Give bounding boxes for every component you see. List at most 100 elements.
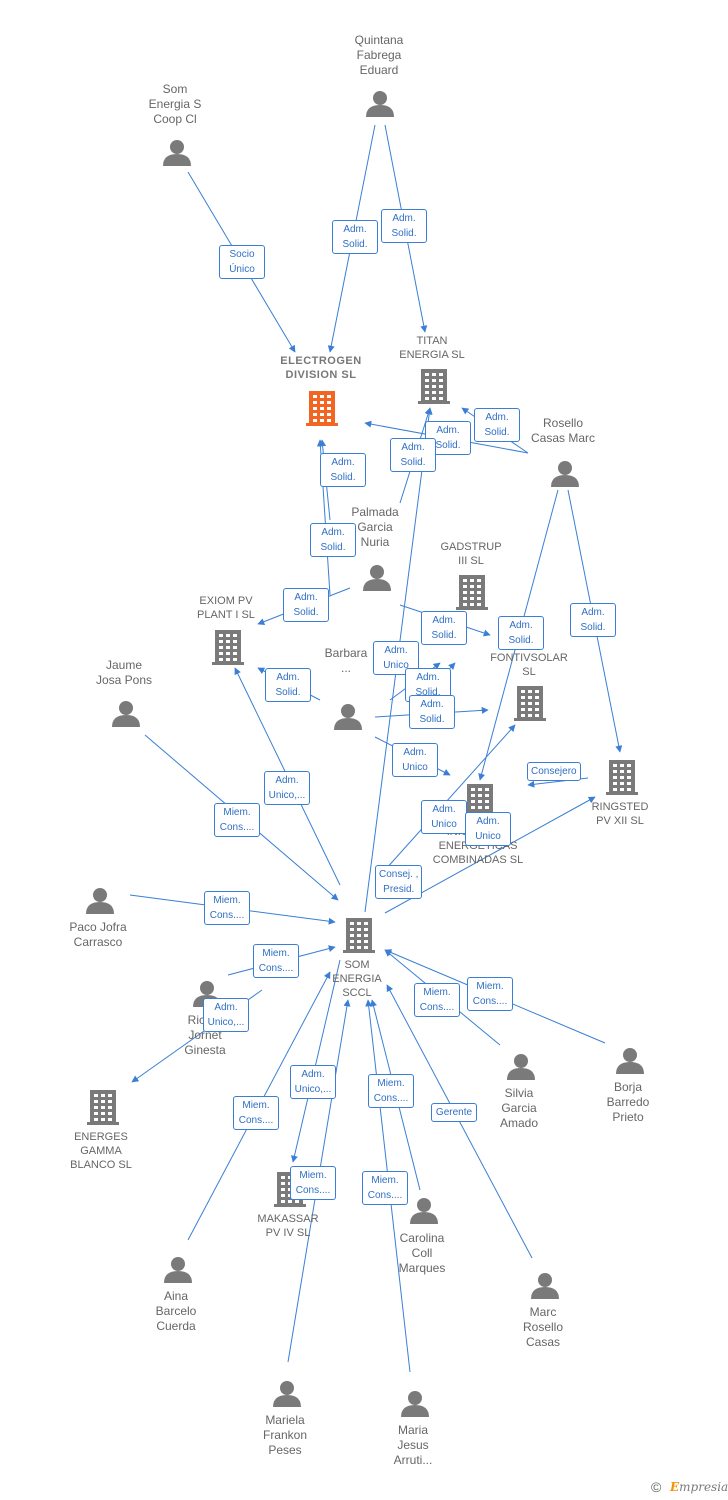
building-window: [521, 690, 525, 693]
person-icon[interactable]: [273, 1381, 301, 1407]
edge-label[interactable]: Adm. Solid.: [381, 209, 427, 243]
edge-label[interactable]: Miem. Cons....: [467, 977, 513, 1011]
person-icon[interactable]: [616, 1048, 644, 1074]
edge-label[interactable]: Miem. Cons....: [368, 1074, 414, 1108]
person-icon[interactable]: [86, 888, 114, 914]
building-icon[interactable]: [306, 391, 338, 426]
edge-label[interactable]: Adm. Unico: [421, 800, 467, 834]
node-label-marc-r[interactable]: Marc Rosello Casas: [522, 1305, 564, 1349]
node-label-mariela[interactable]: Mariela Frankon Peses: [262, 1413, 308, 1457]
edge-label[interactable]: Adm. Solid.: [570, 603, 616, 637]
edge-label[interactable]: Adm. Solid.: [498, 616, 544, 650]
building-window: [101, 1100, 105, 1103]
person-icon[interactable]: [164, 1257, 192, 1283]
node-label-ringsted[interactable]: RINGSTED PV XII SL: [591, 801, 649, 827]
person-icon[interactable]: [363, 565, 391, 591]
building-icon[interactable]: [418, 369, 450, 404]
building-icon[interactable]: [343, 918, 375, 953]
node-label-titan[interactable]: TITAN ENERGIA SL: [399, 335, 465, 361]
building-icon[interactable]: [606, 760, 638, 795]
building-window: [463, 585, 467, 588]
node-label-silvia[interactable]: Silvia Garcia Amado: [499, 1086, 539, 1130]
building-window: [620, 782, 624, 785]
edge-label[interactable]: Adm. Solid.: [390, 438, 436, 472]
edge-label[interactable]: Miem. Cons....: [233, 1096, 279, 1130]
edge-label[interactable]: Miem. Cons....: [253, 944, 299, 978]
node-label-rosello-m[interactable]: Rosello Casas Marc: [530, 416, 595, 445]
node-label-jaume[interactable]: Jaume Josa Pons: [95, 658, 153, 687]
building-window: [471, 788, 475, 791]
person-icon[interactable]: [531, 1273, 559, 1299]
node-label-borja[interactable]: Borja Barredo Prieto: [606, 1080, 650, 1124]
edge-label[interactable]: Adm. Solid.: [283, 588, 329, 622]
edge-label[interactable]: Miem. Cons....: [414, 983, 460, 1017]
node-label-maria[interactable]: Maria Jesus Arruti...: [393, 1423, 433, 1467]
building-window: [226, 640, 230, 643]
building-window: [535, 714, 539, 717]
edge-label[interactable]: Adm. Solid.: [474, 408, 520, 442]
building-window: [364, 940, 368, 943]
building-window: [477, 591, 481, 594]
person-head: [417, 1198, 431, 1212]
node-label-gadstrup[interactable]: GADSTRUP III SL: [440, 541, 502, 567]
edge-label[interactable]: Adm. Unico: [392, 743, 438, 777]
building-icon[interactable]: [456, 575, 488, 610]
building-window: [94, 1100, 98, 1103]
person-icon[interactable]: [334, 704, 362, 730]
node-label-somsccl[interactable]: SOM ENERGIA SCCL: [332, 959, 382, 999]
building-window: [313, 419, 317, 422]
edge-label[interactable]: Adm. Unico,...: [203, 998, 249, 1032]
edge-label[interactable]: Adm. Unico: [373, 641, 419, 675]
building-window: [233, 658, 237, 661]
edge-label[interactable]: Adm. Solid.: [409, 695, 455, 729]
person-icon[interactable]: [366, 91, 394, 117]
person-icon[interactable]: [410, 1198, 438, 1224]
edge-label[interactable]: Adm. Unico: [465, 812, 511, 846]
node-label-carolina[interactable]: Carolina Coll Marques: [398, 1231, 446, 1275]
node-label-quintana[interactable]: Quintana Fabrega Eduard: [354, 33, 404, 77]
edge-label[interactable]: Adm. Unico,...: [290, 1065, 336, 1099]
person-icon[interactable]: [112, 701, 140, 727]
edge-label[interactable]: Socio Único: [219, 245, 265, 279]
node-label-electrogen[interactable]: ELECTROGEN DIVISION SL: [280, 355, 362, 381]
building-window: [528, 708, 532, 711]
node-label-palmada[interactable]: Palmada Garcia Nuria: [351, 505, 399, 549]
edge-label[interactable]: Adm. Solid.: [332, 220, 378, 254]
building-icon[interactable]: [212, 630, 244, 665]
node-label-aina[interactable]: Aina Barcelo Cuerda: [155, 1289, 197, 1333]
edge-label[interactable]: Adm. Solid.: [421, 611, 467, 645]
building-window: [357, 940, 361, 943]
node-label-makassar[interactable]: MAKASSAR PV IV SL: [257, 1213, 319, 1239]
node-label-energes[interactable]: ENERGES GAMMA BLANCO SL: [70, 1131, 132, 1171]
building-window: [439, 391, 443, 394]
node-label-barbara[interactable]: Barbara ...: [324, 646, 368, 675]
edge-label[interactable]: Consejero: [527, 762, 581, 781]
edge-label[interactable]: Adm. Solid.: [265, 668, 311, 702]
person-icon[interactable]: [507, 1054, 535, 1080]
building-window: [485, 788, 489, 791]
building-window: [535, 708, 539, 711]
building-window: [281, 1188, 285, 1191]
building-icon[interactable]: [87, 1090, 119, 1125]
edge-label[interactable]: Miem. Cons....: [204, 891, 250, 925]
edge-label[interactable]: Miem. Cons....: [290, 1166, 336, 1200]
node-label-exiom[interactable]: EXIOM PV PLANT I SL: [197, 595, 255, 621]
edge-label[interactable]: Gerente: [431, 1103, 477, 1122]
person-icon[interactable]: [163, 140, 191, 166]
edge-label[interactable]: Adm. Solid.: [320, 453, 366, 487]
edge-label[interactable]: Adm. Unico,...: [264, 771, 310, 805]
edge-label[interactable]: Miem. Cons....: [362, 1171, 408, 1205]
node-label-fontivsolar[interactable]: FONTIVSOLAR SL: [490, 652, 568, 678]
edge-label[interactable]: Miem. Cons....: [214, 803, 260, 837]
person-icon[interactable]: [401, 1391, 429, 1417]
edge-label[interactable]: Adm. Solid.: [310, 523, 356, 557]
person-body: [616, 1062, 644, 1074]
node-label-paco[interactable]: Paco Jofra Carrasco: [69, 920, 127, 949]
building-window: [219, 652, 223, 655]
building-icon[interactable]: [514, 686, 546, 721]
building-window: [226, 646, 230, 649]
node-label-som-s[interactable]: Som Energia S Coop Cl: [148, 82, 202, 126]
person-icon[interactable]: [551, 461, 579, 487]
building-window: [425, 373, 429, 376]
edge-label[interactable]: Consej. , Presid.: [375, 865, 423, 899]
